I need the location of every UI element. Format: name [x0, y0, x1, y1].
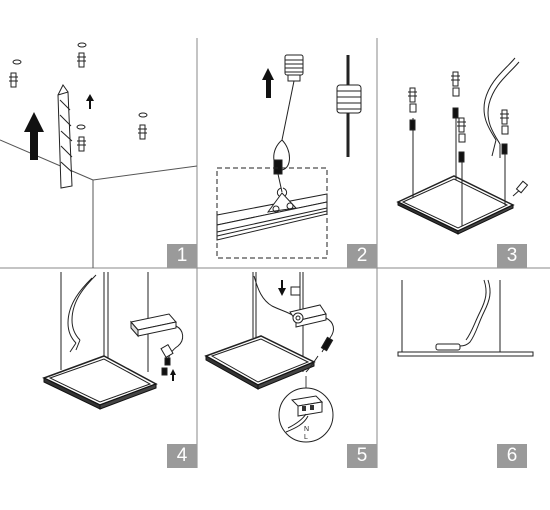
wall-anchor-icon [77, 52, 86, 68]
step-6-finished [397, 279, 534, 357]
step-2-attach-suspension [216, 54, 362, 259]
drill-hole-icon [12, 59, 22, 65]
wire-connector-icon [320, 336, 334, 352]
panel-grid [0, 38, 550, 468]
suspension-hook-icon [266, 192, 298, 213]
step-3-hang-panel [396, 57, 529, 235]
suspension-fitting-icon [284, 54, 304, 82]
down-arrow-icon [278, 280, 286, 296]
step-number-6: 6 [497, 444, 527, 468]
led-driver-icon [435, 343, 461, 351]
step-number-2: 2 [347, 244, 377, 268]
step-number-4: 4 [167, 444, 197, 468]
led-driver-icon [289, 304, 327, 328]
led-driver-icon [130, 313, 177, 338]
drill-bit-icon [57, 84, 73, 189]
wall-anchor-icon [408, 87, 417, 131]
wall-anchor-icon [9, 72, 18, 88]
drill-hole-icon [77, 42, 87, 48]
neutral-label: N [304, 426, 310, 433]
step-1-drill-ceiling [0, 42, 198, 268]
wall-anchor-icon [138, 124, 147, 140]
step-4-connect-driver [42, 272, 184, 410]
wall-anchor-icon [457, 117, 466, 163]
terminal-block-icon [290, 395, 324, 417]
wire-connector-icon [512, 180, 529, 197]
up-arrow-icon [262, 68, 274, 98]
up-arrow-icon [24, 112, 44, 160]
wall-anchor-icon [451, 71, 460, 119]
step-number-5: 5 [347, 444, 377, 468]
wall-anchor-icon [77, 136, 86, 152]
cable-gripper-icon [273, 159, 283, 175]
step-number-3: 3 [497, 244, 527, 268]
frame-rail-icon [216, 193, 328, 241]
wall-anchor-icon [500, 109, 509, 155]
drill-hole-icon [76, 124, 86, 130]
up-arrow-icon [170, 369, 176, 381]
up-arrow-icon [86, 94, 94, 109]
clip-icon [290, 286, 301, 296]
wire-connector-icon [160, 343, 174, 376]
suspension-fitting-icon [336, 55, 362, 157]
step-number-1: 1 [167, 244, 197, 268]
panel-side-view [397, 351, 534, 357]
step-5-fix-driver [204, 272, 334, 443]
drill-hole-icon [138, 112, 148, 118]
live-label: L [304, 434, 308, 441]
